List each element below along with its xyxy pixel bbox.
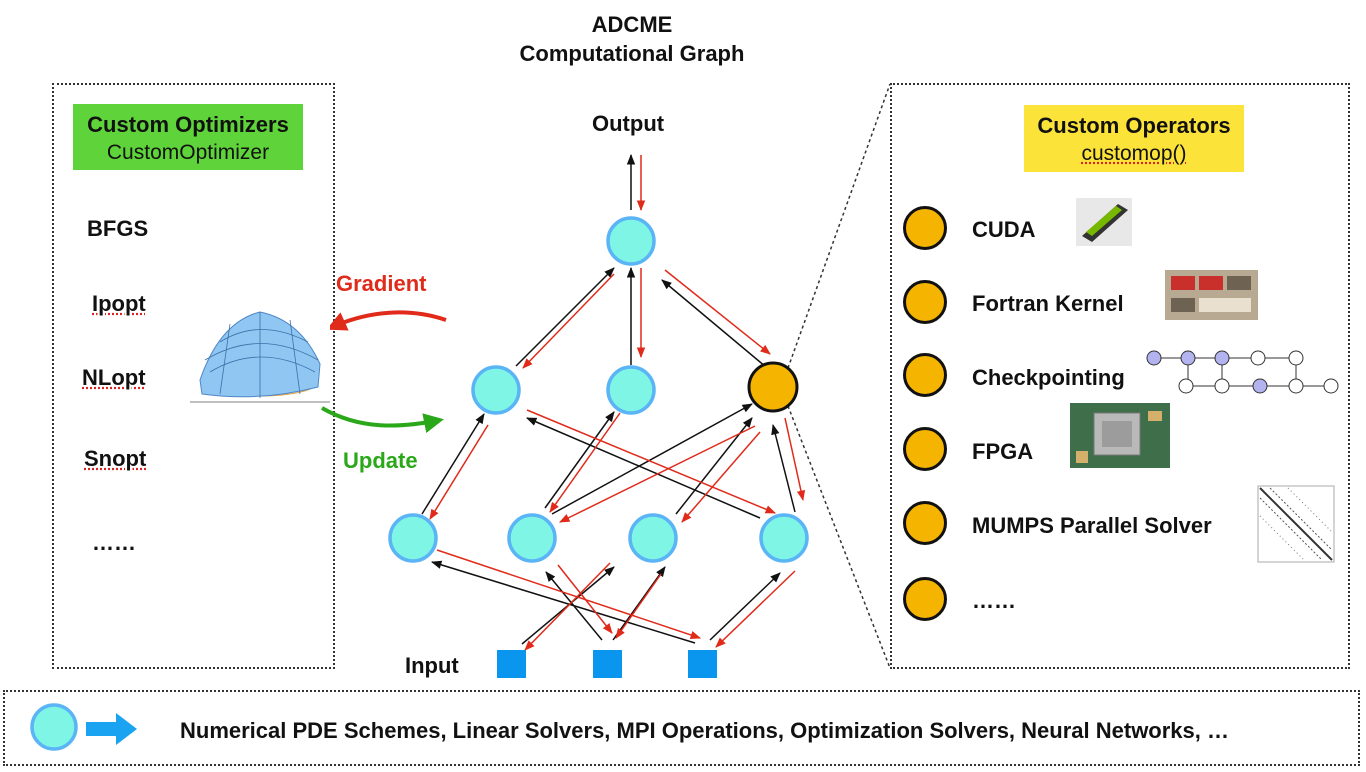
backward-edges: [429, 155, 806, 651]
edge-bwd: [524, 562, 611, 651]
edge-fwd: [661, 279, 767, 368]
update-label: Update: [343, 448, 418, 473]
update-arrow: [320, 406, 444, 433]
optimizer-item-more: ……: [92, 530, 136, 555]
operator-label-fortran: Fortran Kernel: [972, 291, 1124, 316]
mumps-matrix-image: [1257, 485, 1335, 563]
edge-fwd: [421, 413, 485, 515]
diagram-subtitle: Computational Graph: [519, 41, 745, 66]
operator-dot-fpga: [903, 427, 947, 471]
edge-bwd: [664, 269, 771, 355]
edge-fwd: [545, 571, 603, 641]
edge-bwd: [436, 549, 701, 639]
zoom-line-top: [787, 83, 891, 369]
edge-bwd: [429, 424, 489, 520]
legend-node-icon: [30, 703, 78, 751]
edge-bwd: [615, 573, 662, 639]
edge-bwd: [526, 409, 776, 514]
optimizer-item-nlopt: NLopt: [82, 365, 146, 390]
legend-box: [3, 690, 1360, 766]
edge-fwd: [526, 417, 761, 519]
graph-node-low-3: [628, 513, 678, 563]
forward-edges: [421, 153, 796, 645]
graph-node-mid-left: [471, 365, 521, 415]
operators-header: Custom Operators: [1037, 113, 1231, 138]
optimizer-item-snopt: Snopt: [84, 446, 147, 471]
edge-bwd: [557, 564, 613, 634]
edge-bwd: [715, 570, 796, 648]
diagram-title: ADCME: [591, 12, 673, 37]
legend-text: Numerical PDE Schemes, Linear Solvers, M…: [180, 718, 1229, 743]
edge-bwd: [559, 425, 756, 523]
edge-bwd: [522, 273, 615, 369]
operators-subheader: customop(): [1081, 142, 1187, 165]
edge-bwd: [784, 417, 806, 502]
custom-operator-node: [747, 361, 799, 413]
input-square-2: [593, 650, 622, 678]
edge-fwd: [709, 572, 781, 641]
gradient-arrow: [326, 310, 447, 331]
operator-label-more: ……: [972, 588, 1016, 613]
edge-fwd: [771, 423, 796, 513]
fpga-image: [1070, 403, 1170, 468]
edge-fwd: [612, 566, 666, 641]
edge-fwd: [430, 560, 696, 644]
operator-label-cuda: CUDA: [972, 217, 1036, 242]
optimizer-item-bfgs: BFGS: [87, 216, 149, 241]
edge-fwd: [551, 403, 753, 515]
fortran-kernel-image: [1165, 270, 1258, 320]
graph-node-top: [606, 216, 656, 266]
optimizer-item-ipopt: Ipopt: [92, 291, 146, 316]
edge-bwd: [681, 431, 761, 523]
operator-dot-more: [903, 577, 947, 621]
graph-node-low-2: [507, 513, 557, 563]
operator-dot-fortran: [903, 280, 947, 324]
optimization-surface-image: [190, 302, 330, 404]
operator-dot-mumps: [903, 501, 947, 545]
input-square-1: [497, 650, 526, 678]
zoom-line-bottom: [787, 405, 891, 669]
optimizers-subheader: CustomOptimizer: [106, 141, 270, 164]
graph-node-low-4: [759, 513, 809, 563]
graph-nodes: [388, 216, 809, 563]
operators-panel: [890, 83, 1350, 669]
operator-label-fpga: FPGA: [972, 439, 1034, 464]
cuda-gpu-image: [1076, 198, 1132, 246]
operator-dot-cuda: [903, 206, 947, 250]
checkpointing-image: [1146, 350, 1339, 394]
legend-arrow-icon: [86, 713, 137, 745]
optimizers-tag: Custom Optimizers CustomOptimizer: [73, 104, 303, 170]
edge-fwd: [544, 411, 615, 509]
gradient-label: Gradient: [336, 271, 427, 296]
operators-tag: Custom Operators customop(): [1024, 105, 1244, 172]
operator-label-mumps: MUMPS Parallel Solver: [972, 513, 1212, 538]
input-square-3: [688, 650, 717, 678]
operator-dot-checkpointing: [903, 353, 947, 397]
graph-node-low-1: [388, 513, 438, 563]
optimizers-panel: [52, 83, 335, 669]
optimizers-header: Custom Optimizers: [87, 112, 289, 137]
edge-bwd: [549, 412, 621, 513]
output-label: Output: [592, 111, 665, 136]
input-label: Input: [405, 653, 459, 678]
edge-fwd: [515, 267, 615, 367]
operator-label-checkpointing: Checkpointing: [972, 365, 1125, 390]
graph-node-mid-center: [606, 365, 656, 415]
